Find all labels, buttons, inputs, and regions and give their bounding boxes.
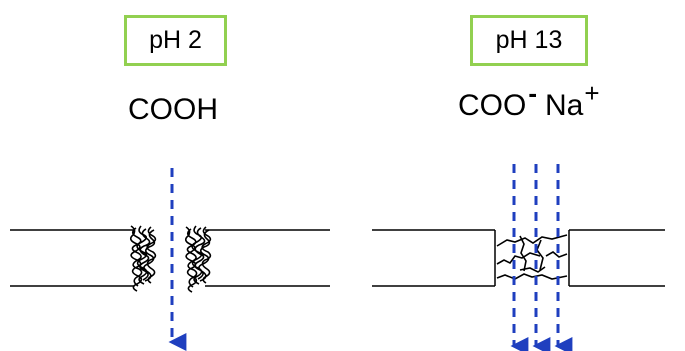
extended-polymer-icon	[496, 234, 568, 280]
right-membrane	[372, 229, 665, 287]
na-text: Na	[545, 89, 584, 122]
coo-na-label: COO-Na+	[458, 80, 600, 122]
ph-2-label: pH 2	[149, 26, 202, 54]
cooh-text: COOH	[128, 93, 218, 126]
left-membrane	[10, 229, 330, 287]
ph-13-box: pH 13	[470, 15, 588, 66]
coo-text: COO	[458, 89, 527, 122]
cooh-label: COOH	[128, 95, 218, 125]
tangled-polymer-icon	[129, 225, 212, 293]
ph-13-label: pH 13	[495, 26, 563, 54]
ph-2-box: pH 2	[124, 15, 227, 66]
plus-sign: +	[584, 78, 600, 108]
minus-sign: -	[528, 78, 538, 108]
